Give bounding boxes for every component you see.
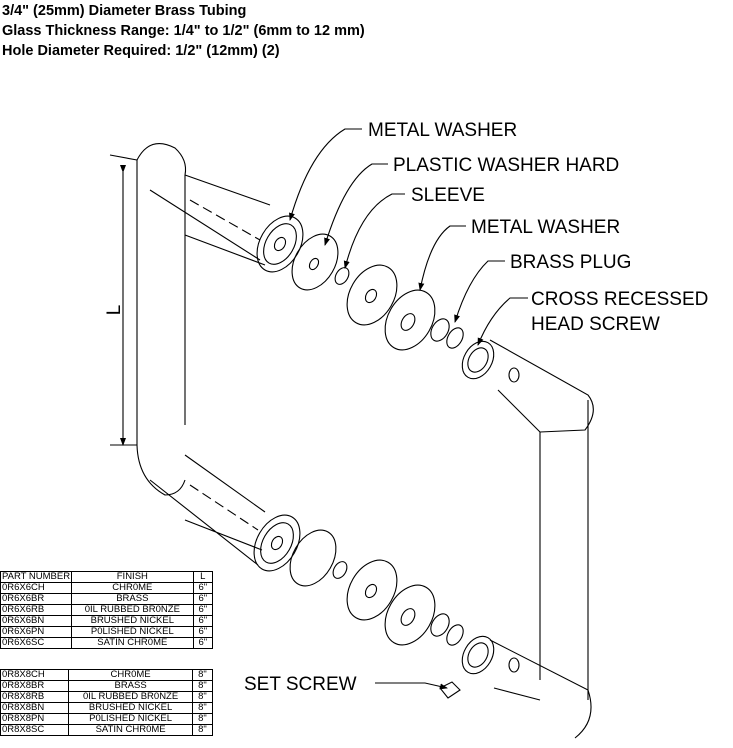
finish-cell: BRUSHED NICKEL [71,615,194,627]
part-number-cell: 0R6X6PN [0,626,73,638]
dimension-l-label: L [104,305,125,316]
upper-metal-washer-1 [256,215,304,273]
spec-glass-thickness: Glass Thickness Range: 1/4" to 1/2" (6mm… [2,23,365,39]
part-number-cell: 0R8X8BN [0,702,70,714]
left-post-top-cap [136,143,187,176]
callout-set-screw: SET SCREW [244,674,357,695]
callout-metal-washer-1: METAL WASHER [368,120,517,141]
finish-cell: 0IL RUBBED BR0NZE [71,604,194,616]
lower-right-socket [461,635,520,675]
part-number-cell: 0R6X6BR [0,593,73,605]
column-header: L [192,571,214,583]
lower-metal-washer-2 [346,559,398,621]
length-cell: 6" [192,604,214,616]
part-number-cell: 0R6X6RB [0,604,73,616]
finish-cell: CHR0ME [71,582,194,594]
finish-cell: SATIN CHR0ME [68,724,193,736]
part-number-cell: 0R6X6CH [0,582,73,594]
leader-metal-washer-2 [418,225,466,291]
part-number-cell: 0R6X6BN [0,615,73,627]
left-post [136,160,186,445]
callout-screw-line1: CROSS RECESSED [531,289,708,310]
callout-plastic-washer: PLASTIC WASHER HARD [393,155,619,176]
leader-sleeve [343,193,405,269]
leader-screw [477,297,528,346]
callout-brass-plug: BRASS PLUG [510,252,631,273]
length-cell: 8" [191,691,214,703]
length-cell: 6" [192,593,214,605]
finish-cell: CHR0ME [68,669,193,681]
length-cell: 6" [192,582,214,594]
lower-plastic-washer [289,529,337,587]
part-number-cell: 0R8X8BR [0,680,70,692]
dimension-l [109,154,138,446]
spec-block: 3/4" (25mm) Diameter Brass Tubing Glass … [2,1,365,61]
upper-plastic-washer [291,233,339,291]
left-post-bottom-cap [136,444,186,496]
part-number-cell: 0R6X6SC [0,637,73,649]
finish-cell: BRASS [68,680,193,692]
upper-sleeve [334,267,350,285]
right-post [539,400,589,700]
callout-sleeve: SLEEVE [411,185,485,206]
upper-arm [149,174,271,266]
callout-screw-line2: HEAD SCREW [531,314,660,335]
upper-right-socket [461,340,520,383]
leader-set-screw [375,682,448,690]
upper-brass-plug [384,289,464,351]
finish-cell: P0LISHED NICKEL [71,626,194,638]
upper-metal-washer-2 [346,264,398,326]
spec-tubing: 3/4" (25mm) Diameter Brass Tubing [2,3,247,19]
part-number-cell: 0R8X8SC [0,724,70,736]
column-header: FINISH [71,571,194,583]
column-header: PART NUMBER [0,571,73,583]
length-cell: 8" [191,669,214,681]
finish-cell: SATIN CHR0ME [71,637,194,649]
finish-cell: P0LISHED NICKEL [68,713,193,725]
length-cell: 8" [191,702,214,714]
lower-metal-washer-1 [253,514,301,572]
part-number-cell: 0R8X8CH [0,669,70,681]
callout-metal-washer-2: METAL WASHER [471,217,620,238]
spec-hole-diameter: Hole Diameter Required: 1/2" (12mm) (2) [2,43,280,59]
length-cell: 6" [192,637,214,649]
leader-brass-plug [454,260,505,323]
length-cell: 8" [191,680,214,692]
finish-cell: BRASS [71,593,194,605]
length-cell: 6" [192,615,214,627]
length-cell: 6" [192,626,214,638]
set-screw [439,681,461,699]
part-number-cell: 0R8X8RB [0,691,70,703]
length-cell: 8" [191,724,214,736]
leader-metal-washer-1 [289,128,362,221]
part-number-cell: 0R8X8PN [0,713,70,725]
lower-sleeve [332,561,348,579]
leader-plastic-washer [324,163,388,246]
lower-arm [149,454,266,566]
lower-brass-plug [384,584,464,646]
finish-cell: 0IL RUBBED BR0NZE [68,691,193,703]
length-cell: 8" [191,713,214,725]
finish-cell: BRUSHED NICKEL [68,702,193,714]
